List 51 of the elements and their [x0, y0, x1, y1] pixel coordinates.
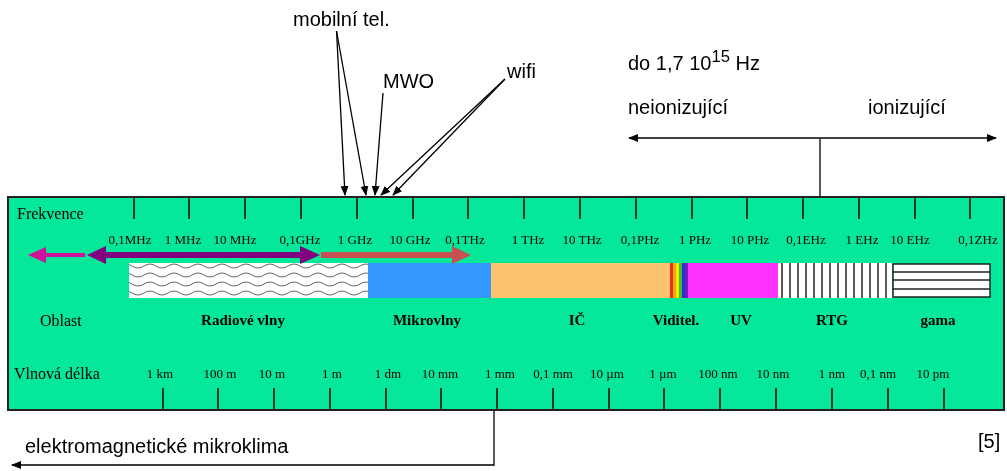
tick-label: 1 nm	[818, 367, 846, 382]
tick-label: 1 µm	[649, 367, 677, 382]
leader-arrow	[371, 92, 384, 196]
citation: [5]	[978, 430, 1001, 453]
tick-label: 1 GHz	[337, 233, 373, 248]
tick-label: 10 PHz	[730, 233, 770, 248]
annotation: neionizující	[628, 96, 729, 119]
tick-label: 1 THz	[511, 233, 545, 248]
tick-label: 1 km	[146, 367, 174, 382]
region-label: Viditel.	[652, 312, 700, 330]
tick-label: 10 GHz	[389, 233, 431, 248]
tick-label: 1 m	[322, 367, 342, 382]
axis-label: Oblast	[40, 312, 82, 331]
tick-label: 0,1ZHz	[958, 233, 998, 248]
tick-label: 10 THz	[562, 233, 602, 248]
tick-label: 0,1THz	[445, 233, 485, 248]
callout-label: wifi	[507, 60, 536, 83]
tick-label: 10 m	[258, 367, 286, 382]
tick-label: 1 MHz	[164, 233, 202, 248]
leader-arrow	[335, 30, 369, 196]
annotation: ionizující	[868, 96, 946, 119]
region-label: Radiové vlny	[201, 312, 285, 330]
tick-label: 100 m	[203, 367, 237, 382]
axis-label: Vlnová délka	[14, 365, 100, 384]
region-label: UV	[730, 312, 752, 330]
tick-label: 10 MHz	[213, 233, 257, 248]
tick-label: 0,1MHz	[108, 233, 152, 248]
region-label: gama	[920, 312, 956, 330]
tick-label: 0,1PHz	[620, 233, 660, 248]
tick-label: 10 nm	[756, 367, 790, 382]
tick-label: 1 EHz	[845, 233, 879, 248]
tick-label: 10 pm	[916, 367, 950, 382]
annotation: elektromagnetické mikroklima	[25, 435, 289, 458]
tick-label: 100 nm	[698, 367, 738, 382]
region-label: IČ	[568, 312, 586, 330]
tick-label: 0,1GHz	[279, 233, 321, 248]
region-label: Mikrovlny	[392, 312, 462, 330]
tick-label: 1 dm	[374, 367, 402, 382]
tick-label: 10 mm	[421, 367, 459, 382]
tick-label: 10 µm	[590, 367, 624, 382]
callout-label: mobilní tel.	[293, 8, 390, 31]
tick-label: 0,1 mm	[533, 367, 573, 382]
axis-label: Frekvence	[17, 205, 84, 224]
tick-label: 1 PHz	[678, 233, 712, 248]
tick-label: 0,1 nm	[859, 367, 897, 382]
tick-label: 10 EHz	[890, 233, 930, 248]
annotation: do 1,7 10$^{15}$ Hz	[628, 47, 760, 75]
callout-label: MWO	[383, 70, 435, 93]
region-label: RTG	[816, 312, 848, 330]
tick-label: 0,1EHz	[786, 233, 826, 248]
tick-label: 1 mm	[485, 367, 515, 382]
